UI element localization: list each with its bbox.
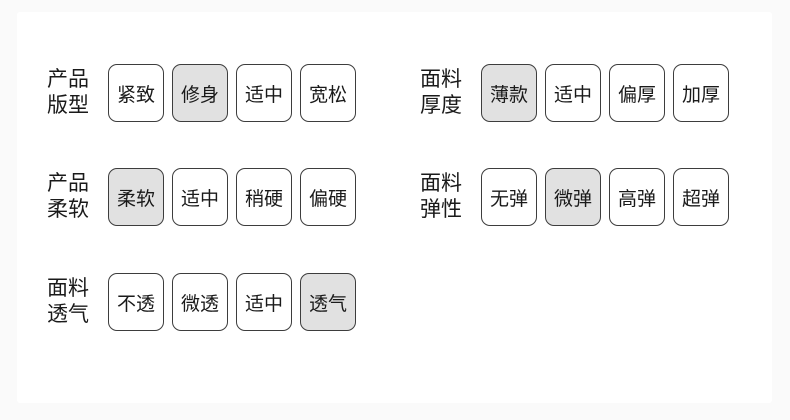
option-row: 柔软 适中 稍硬 偏硬 <box>108 168 356 226</box>
option-button[interactable]: 加厚 <box>673 64 729 122</box>
attribute-group-product-fit: 产品 版型 紧致 修身 适中 宽松 <box>47 64 356 122</box>
group-label-line: 面料 <box>420 172 462 195</box>
group-label-line: 柔软 <box>47 198 89 221</box>
option-button[interactable]: 薄款 <box>481 64 537 122</box>
group-label-line: 面料 <box>47 277 89 300</box>
option-button[interactable]: 微弹 <box>545 168 601 226</box>
group-label-line: 面料 <box>420 68 462 91</box>
attribute-group-fabric-breathability: 面料 透气 不透 微透 适中 透气 <box>47 273 356 331</box>
group-label-line: 产品 <box>47 68 89 91</box>
group-label-fabric-breathability: 面料 透气 <box>47 276 95 328</box>
attributes-card: 产品 版型 紧致 修身 适中 宽松 面料 厚度 薄款 适中 偏厚 加厚 产品 柔… <box>17 12 772 403</box>
option-button[interactable]: 超弹 <box>673 168 729 226</box>
group-label-fabric-elasticity: 面料 弹性 <box>420 171 468 223</box>
option-button[interactable]: 适中 <box>545 64 601 122</box>
option-button[interactable]: 高弹 <box>609 168 665 226</box>
group-label-product-softness: 产品 柔软 <box>47 171 95 223</box>
group-label-line: 厚度 <box>420 94 462 117</box>
option-button[interactable]: 宽松 <box>300 64 356 122</box>
option-row: 薄款 适中 偏厚 加厚 <box>481 64 729 122</box>
group-label-product-fit: 产品 版型 <box>47 67 95 119</box>
option-button[interactable]: 适中 <box>236 64 292 122</box>
option-button[interactable]: 紧致 <box>108 64 164 122</box>
option-row: 紧致 修身 适中 宽松 <box>108 64 356 122</box>
option-button[interactable]: 不透 <box>108 273 164 331</box>
option-button[interactable]: 偏厚 <box>609 64 665 122</box>
option-button[interactable]: 适中 <box>236 273 292 331</box>
option-button[interactable]: 修身 <box>172 64 228 122</box>
group-label-fabric-thickness: 面料 厚度 <box>420 67 468 119</box>
option-row: 无弹 微弹 高弹 超弹 <box>481 168 729 226</box>
attribute-group-fabric-thickness: 面料 厚度 薄款 适中 偏厚 加厚 <box>420 64 729 122</box>
option-button[interactable]: 透气 <box>300 273 356 331</box>
group-label-line: 透气 <box>47 303 89 326</box>
group-label-line: 弹性 <box>420 198 462 221</box>
group-label-line: 产品 <box>47 172 89 195</box>
option-button[interactable]: 稍硬 <box>236 168 292 226</box>
option-button[interactable]: 无弹 <box>481 168 537 226</box>
option-button[interactable]: 柔软 <box>108 168 164 226</box>
option-row: 不透 微透 适中 透气 <box>108 273 356 331</box>
option-button[interactable]: 适中 <box>172 168 228 226</box>
group-label-line: 版型 <box>47 94 89 117</box>
attribute-group-product-softness: 产品 柔软 柔软 适中 稍硬 偏硬 <box>47 168 356 226</box>
option-button[interactable]: 偏硬 <box>300 168 356 226</box>
attribute-group-fabric-elasticity: 面料 弹性 无弹 微弹 高弹 超弹 <box>420 168 729 226</box>
option-button[interactable]: 微透 <box>172 273 228 331</box>
